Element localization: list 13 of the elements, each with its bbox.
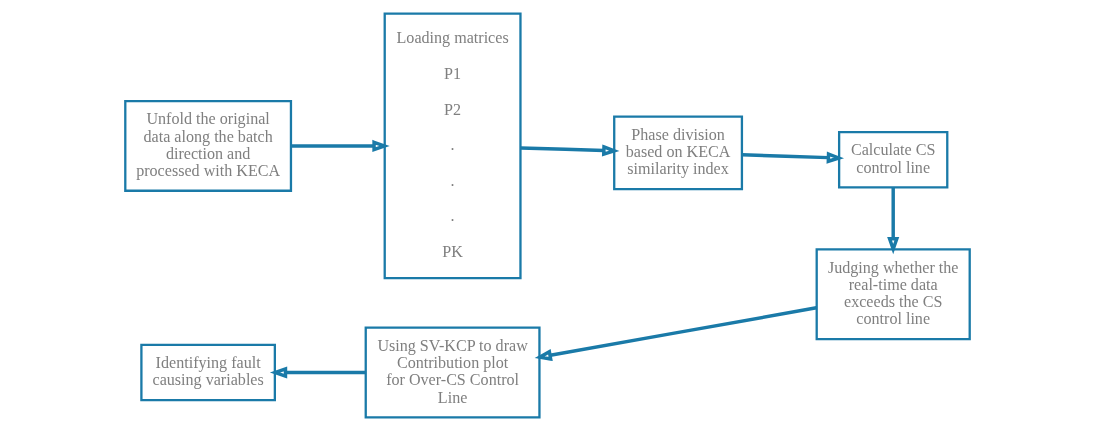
arrow (741, 151, 844, 164)
arrow (886, 187, 899, 254)
node-box: Loading matrices P1 P2 . . . PK (383, 11, 522, 279)
node-box: Identifying fault causing variables (139, 343, 276, 401)
arrow (269, 365, 366, 379)
node-box: Calculate CS control line (837, 130, 948, 188)
arrow (534, 305, 817, 361)
arrow (520, 143, 619, 157)
node-box: Phase division based on KECA similarity index (612, 114, 743, 190)
arrow (290, 139, 390, 152)
node-box: Using SV-KCP to draw Contribution plot for Over-CS Control Line (364, 326, 541, 419)
node-box: Unfold the original data along the batch direction and processed with KECA (123, 99, 292, 192)
node-box: Judging whether the real-time data exceeds the CS control line (815, 247, 971, 340)
